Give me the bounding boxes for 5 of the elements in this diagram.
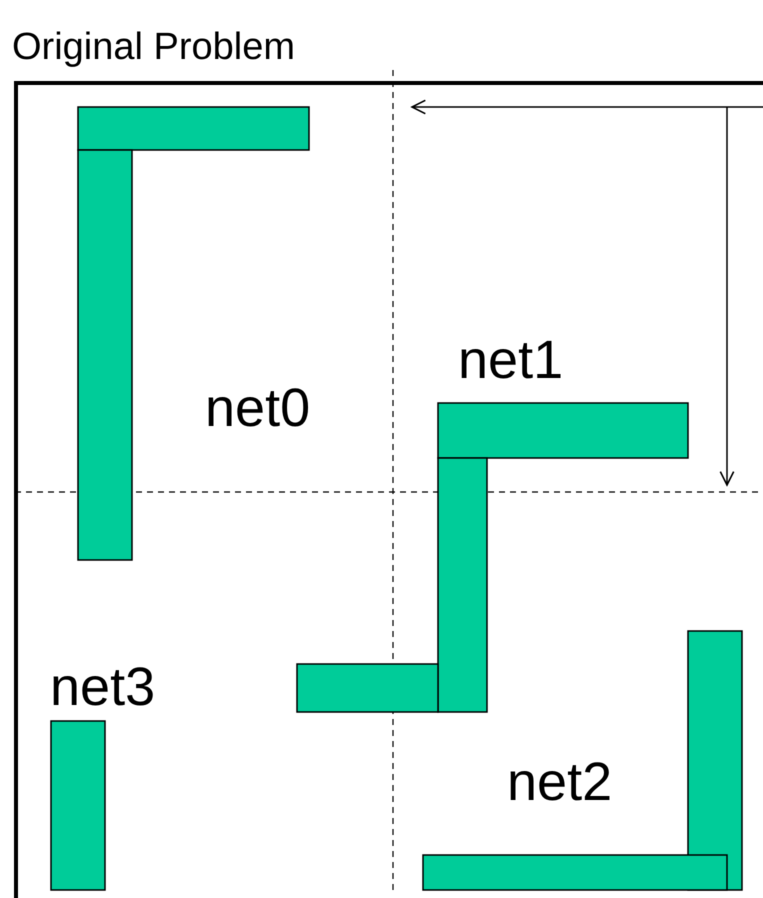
net-label: net1 <box>458 333 564 387</box>
net-label: net0 <box>205 381 310 435</box>
diagram-title: Original Problem <box>12 28 295 66</box>
net-label: net3 <box>50 660 156 714</box>
net-label: net2 <box>507 755 612 809</box>
